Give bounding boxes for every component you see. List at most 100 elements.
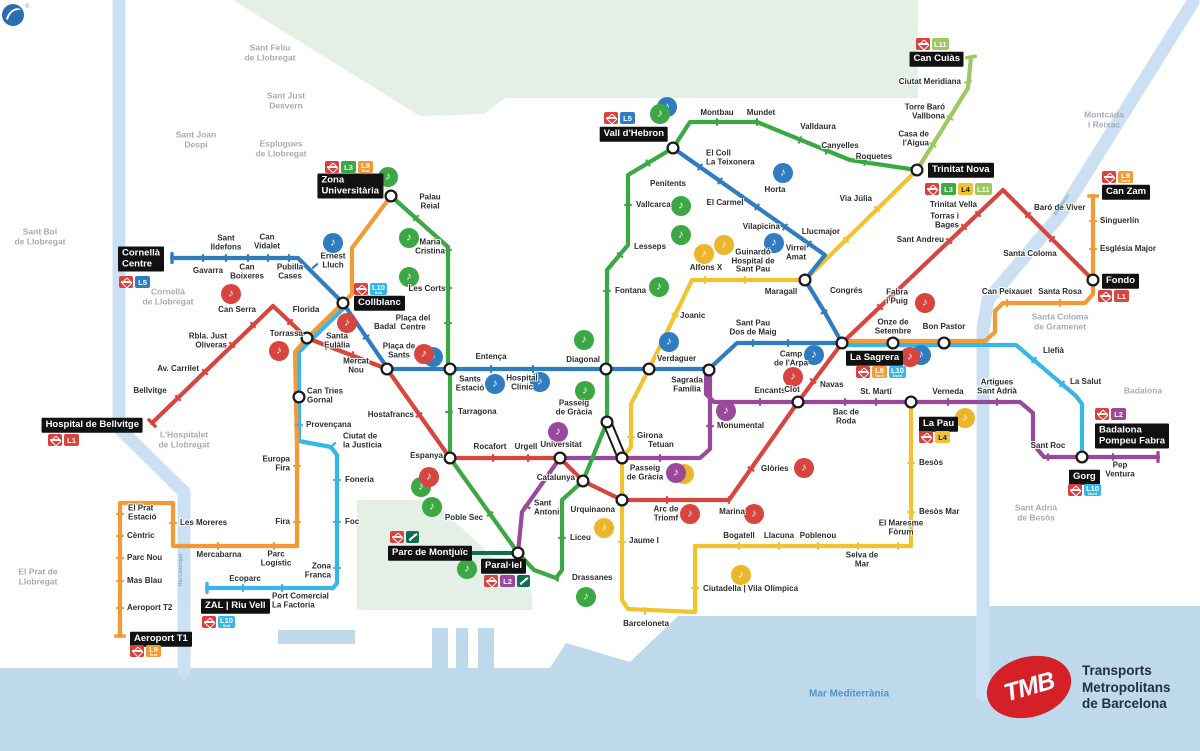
label-line: Camp <box>779 349 803 359</box>
station-label-marina: Marina <box>719 507 745 517</box>
station-tick <box>362 333 370 341</box>
label-line: Casa de <box>898 129 929 139</box>
music-note-icon: ♪ <box>406 231 412 244</box>
music-note-icon: ♪ <box>429 500 435 513</box>
label-line: Bogatell <box>723 530 755 540</box>
station-tick <box>703 276 707 284</box>
label-line: Hostafrancs <box>367 409 414 419</box>
station-label-catalunya: Catalunya <box>537 473 575 483</box>
terminal-cap <box>1156 451 1160 463</box>
station-tick <box>1030 356 1038 364</box>
poi-icon: ♪ <box>378 167 398 187</box>
music-note-icon: ♪ <box>918 348 924 361</box>
station-label-enten-a: Entença <box>475 352 506 362</box>
harbour-inlet <box>432 628 448 668</box>
label-line: Mercat <box>343 356 369 366</box>
major-station-box-paral-lel: Paral·lel <box>481 558 526 574</box>
metro-bar <box>327 166 337 168</box>
label-line: Lluch <box>322 260 344 269</box>
label-line: Florida <box>292 304 320 314</box>
poi-icon: ♪ <box>649 277 669 297</box>
station-tick <box>797 136 803 144</box>
major-station-box-can-cui-s: Can Cuiàs <box>909 51 964 67</box>
terminal-cap <box>205 582 209 594</box>
line-badge-text: L11 <box>934 39 947 49</box>
interchange-station <box>791 395 805 409</box>
metro-logo-icon <box>130 645 144 658</box>
metro-logo-icon <box>1102 171 1116 184</box>
label-line: Provençana <box>306 419 352 429</box>
line-badges: L11 <box>916 38 949 51</box>
interchange-station <box>1075 450 1089 464</box>
music-note-icon: ♪ <box>811 348 817 361</box>
label-line: Valldaura <box>800 121 836 131</box>
station-tick <box>415 411 423 419</box>
station-label-santa-coloma: Santa Coloma <box>1003 249 1056 259</box>
label-line: Cases <box>278 271 302 280</box>
label-line: La Factoria <box>272 600 315 609</box>
station-tick <box>907 461 915 465</box>
line-badge-l5: L5 <box>135 276 150 288</box>
interchange-station <box>937 336 951 350</box>
station-tick <box>624 203 632 207</box>
station-tick <box>169 521 177 525</box>
station-label-urquinaona: Urquinaona <box>571 505 615 515</box>
station-tick <box>995 398 999 406</box>
label-line: St. Martí <box>860 386 892 396</box>
station-label-gl-ries: Glòries <box>761 464 789 474</box>
label-line: Sant Joan <box>175 129 217 140</box>
station-label-verdaguer: Verdaguer <box>657 354 696 364</box>
poi-icon: ♪ <box>794 458 814 478</box>
poi-icon: ♪ <box>548 422 568 442</box>
label-line: Mar <box>854 559 870 568</box>
label-line: Artigues <box>980 377 1014 387</box>
label-line: Bac de <box>832 407 860 417</box>
music-note-icon: ♪ <box>228 287 234 300</box>
station-label-alfons-x: Alfons X <box>690 263 722 273</box>
label-line: Badal <box>374 321 396 331</box>
line-badges: L5 <box>119 276 150 289</box>
station-label-universitat: Universitat <box>540 440 581 450</box>
label-line: Gornal <box>307 395 333 404</box>
station-tick <box>842 236 850 244</box>
label-line: Drassanes <box>572 572 613 582</box>
station-label-bellvitge: Bellvitge <box>133 386 166 396</box>
station-label-tarragona: Tarragona <box>458 407 497 417</box>
line-badge-text: L4 <box>961 184 970 194</box>
station-label-drassanes: Drassanes <box>572 572 613 583</box>
station-label-vallcarca: Vallcarca <box>636 200 671 210</box>
music-note-icon: ♪ <box>581 333 587 346</box>
music-note-icon: ♪ <box>385 170 391 183</box>
label-line: i Reixac <box>1087 119 1121 129</box>
music-note-icon: ♪ <box>426 470 432 483</box>
station-label-sant-roc: Sant Roc <box>1031 441 1066 451</box>
label-line: Parc <box>267 549 285 559</box>
label-line: Desvern <box>269 100 303 110</box>
poi-icon: ♪ <box>900 347 920 367</box>
label-line: de Llobregat <box>244 52 296 62</box>
station-label-poble-sec: Poble Sec <box>445 513 483 523</box>
line-badges: L4 <box>919 431 950 444</box>
label-line: Foneria <box>345 474 374 484</box>
label-line: Eulàlia <box>324 340 350 349</box>
poi-icon: ♪ <box>773 163 793 183</box>
major-station-box-hospital-de-bellvitge: Hospital de Bellvitge <box>41 417 143 433</box>
station-tick <box>706 424 714 428</box>
poi-icon: ♪ <box>666 463 686 483</box>
station-tick <box>412 214 420 222</box>
